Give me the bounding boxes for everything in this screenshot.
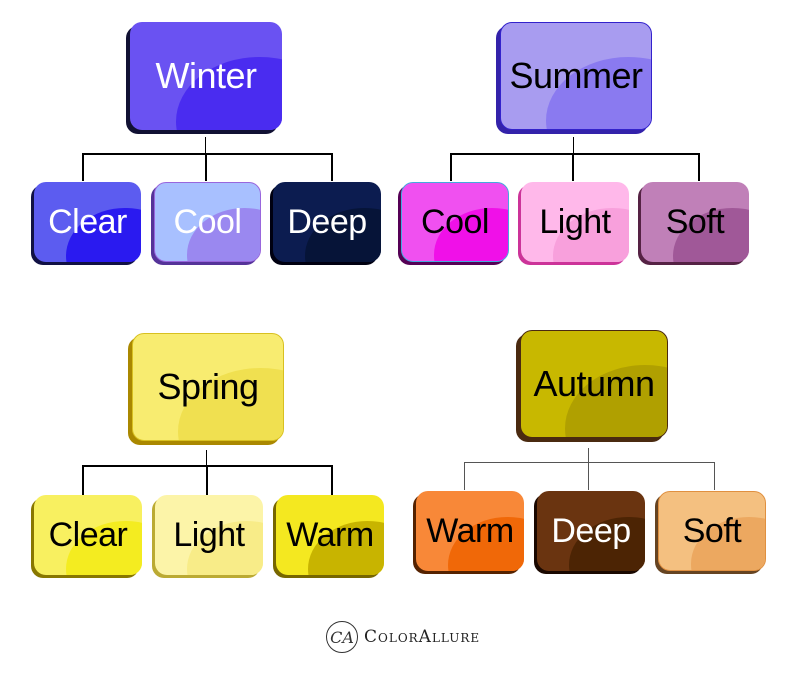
autumn-box: Autumn bbox=[520, 330, 668, 438]
spring-warm-box: Warm bbox=[276, 495, 384, 575]
winter-connector-stem bbox=[205, 137, 206, 153]
spring-connector-mid bbox=[206, 465, 208, 495]
coloralure-logo: CA ColorAllure bbox=[326, 621, 480, 653]
autumn-warm-box: Warm bbox=[416, 491, 524, 571]
summer-connector-right bbox=[698, 153, 700, 181]
summer-light-box: Light bbox=[521, 182, 629, 262]
spring-clear-box: Clear bbox=[34, 495, 142, 575]
summer-connector-stem bbox=[573, 137, 574, 153]
summer-connector-bar bbox=[450, 153, 700, 155]
winter-clear-box: Clear bbox=[34, 182, 141, 262]
autumn-connector-bar bbox=[464, 462, 715, 463]
winter-box: Winter bbox=[130, 22, 282, 130]
autumn-soft-label: Soft bbox=[682, 511, 742, 550]
summer-connector-mid bbox=[572, 153, 574, 181]
autumn-label: Autumn bbox=[533, 363, 655, 404]
autumn-connector-stem bbox=[588, 448, 589, 463]
spring-light-box: Light bbox=[155, 495, 263, 575]
summer-connector-left bbox=[450, 153, 452, 181]
summer-soft-box: Soft bbox=[641, 182, 749, 262]
logo-wordmark: ColorAllure bbox=[364, 627, 481, 647]
autumn-soft-box: Soft bbox=[658, 491, 766, 571]
spring-connector-stem bbox=[206, 450, 207, 466]
winter-deep-box: Deep bbox=[273, 182, 381, 262]
logo-monogram-icon: CA bbox=[326, 621, 358, 653]
summer-soft-label: Soft bbox=[665, 202, 725, 241]
spring-connector-left bbox=[82, 465, 84, 495]
winter-connector-right bbox=[331, 153, 333, 181]
autumn-deep-box: Deep bbox=[537, 491, 645, 571]
winter-cool-label: Cool bbox=[173, 202, 242, 241]
summer-label: Summer bbox=[509, 55, 643, 96]
winter-connector-mid bbox=[205, 153, 207, 181]
winter-label: Winter bbox=[155, 55, 257, 96]
summer-cool-label: Cool bbox=[421, 202, 489, 241]
spring-clear-label: Clear bbox=[48, 515, 128, 554]
winter-cool-box: Cool bbox=[154, 182, 261, 262]
spring-light-label: Light bbox=[173, 515, 245, 554]
spring-warm-label: Warm bbox=[286, 515, 374, 554]
winter-connector-left bbox=[82, 153, 84, 181]
autumn-connector-right bbox=[714, 462, 715, 490]
autumn-connector-mid bbox=[588, 462, 589, 490]
spring-label: Spring bbox=[157, 366, 259, 407]
autumn-connector-left bbox=[464, 462, 465, 490]
summer-light-label: Light bbox=[539, 202, 611, 241]
winter-deep-label: Deep bbox=[287, 202, 367, 241]
autumn-warm-label: Warm bbox=[426, 511, 514, 550]
spring-connector-right bbox=[331, 465, 333, 495]
spring-box: Spring bbox=[132, 333, 284, 441]
winter-connector-bar bbox=[82, 153, 333, 155]
summer-box: Summer bbox=[500, 22, 652, 130]
winter-clear-label: Clear bbox=[48, 202, 127, 241]
summer-cool-box: Cool bbox=[401, 182, 509, 262]
autumn-deep-label: Deep bbox=[551, 511, 631, 550]
